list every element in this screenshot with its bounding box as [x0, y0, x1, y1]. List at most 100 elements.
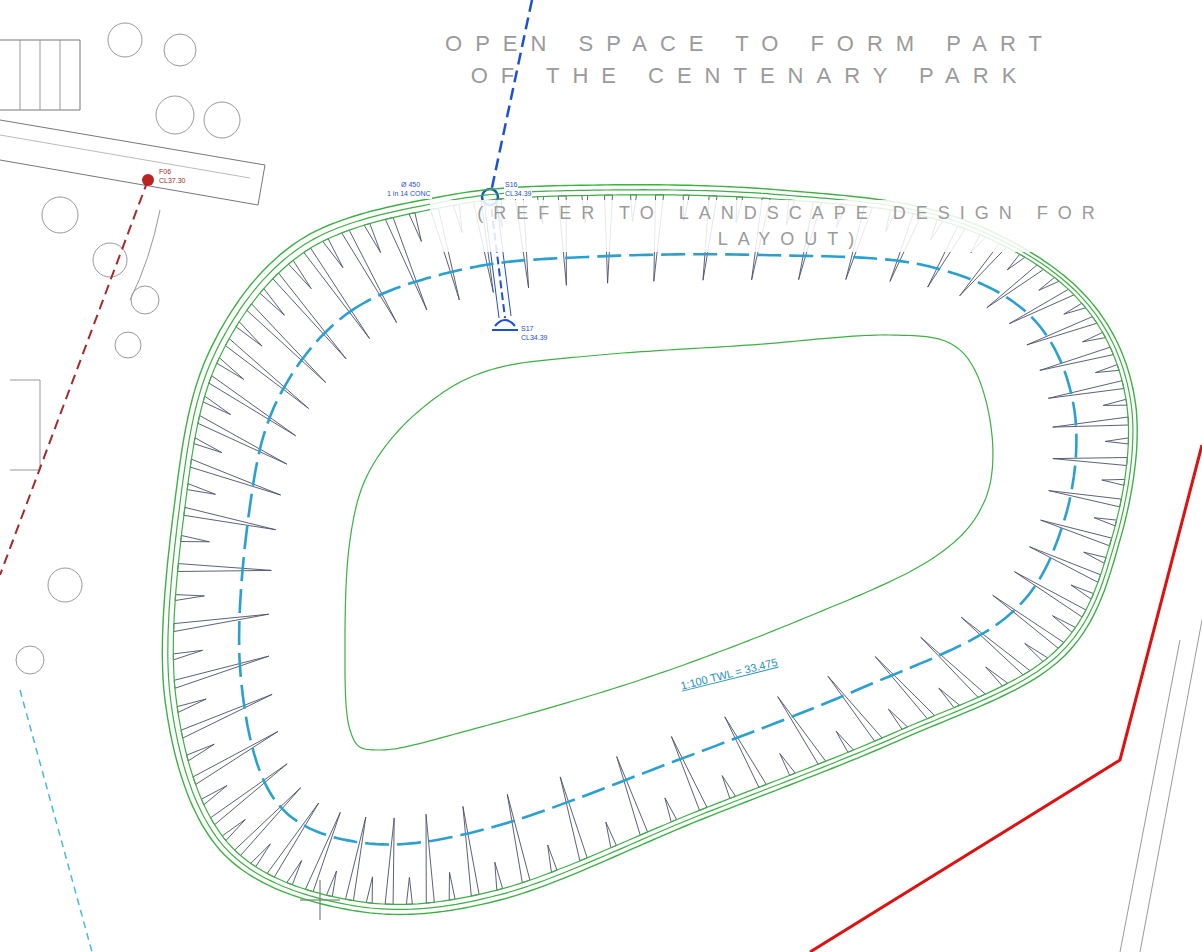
slope-hatch — [406, 877, 412, 904]
slope-hatch — [1053, 616, 1076, 633]
slope-hatch — [1041, 520, 1112, 546]
slope-hatch — [560, 777, 587, 861]
manhole-symbol — [142, 174, 154, 186]
slope-hatch — [236, 322, 262, 346]
slope-hatch — [1048, 381, 1124, 399]
tree-symbol — [164, 34, 196, 66]
slope-hatch — [409, 213, 421, 242]
slope-hatch — [939, 688, 960, 708]
slope-hatch — [617, 757, 648, 836]
batter-top — [173, 195, 1128, 905]
slope-hatch — [201, 786, 227, 805]
area-note: OPEN SPACE TO FORM PART OF THE CENTENARY… — [440, 28, 1060, 92]
slope-hatch — [323, 239, 343, 268]
slope-hatch — [175, 595, 204, 601]
slope-hatch — [780, 754, 796, 776]
structure-id: S16 — [504, 181, 518, 190]
slope-hatch — [986, 667, 1008, 686]
slope-hatch — [209, 376, 296, 436]
road-edge — [0, 120, 265, 205]
slope-hatch — [267, 803, 319, 877]
storm-drain — [20, 690, 92, 952]
slope-hatch — [1071, 585, 1094, 599]
structure-id: S17 — [520, 325, 534, 334]
slope-hatch — [548, 845, 557, 872]
detention-basin — [162, 185, 1137, 915]
pipe-grade: 1 in 14 CONC — [386, 190, 432, 199]
slope-hatch — [217, 358, 244, 380]
slope-hatch — [177, 699, 206, 713]
storm-pipe — [490, 0, 532, 197]
slope-hatch — [961, 617, 1030, 675]
slope-hatch — [1084, 552, 1106, 563]
building-outline — [0, 40, 80, 110]
slope-hatch — [1027, 317, 1097, 345]
slope-hatch — [671, 737, 707, 811]
slope-hatch — [225, 339, 308, 409]
tree-symbol — [204, 102, 240, 138]
slope-hatch — [836, 731, 853, 752]
slope-hatch — [187, 484, 215, 495]
slope-hatch — [174, 614, 269, 631]
slope-hatch — [449, 872, 455, 900]
tree-symbol — [42, 197, 78, 233]
tree-symbol — [131, 286, 159, 314]
slope-hatch — [193, 732, 278, 785]
slope-hatch — [251, 844, 271, 867]
slope-hatch — [1094, 518, 1117, 526]
slope-hatch — [184, 507, 276, 529]
building-bays — [20, 40, 60, 110]
pipe-size: Ø 450 — [400, 181, 421, 190]
structure-id: F06 — [158, 168, 172, 177]
slope-hatch — [606, 822, 617, 848]
slope-hatch — [260, 289, 285, 316]
slope-hatch — [187, 744, 215, 761]
embankment-top — [162, 185, 1137, 915]
site-boundary — [810, 445, 1202, 952]
slope-hatch — [1049, 491, 1122, 507]
slope-hatch — [1103, 399, 1127, 405]
slope-hatch — [1015, 572, 1086, 617]
slope-hatch — [385, 218, 426, 310]
headwall-symbol — [492, 320, 518, 330]
slope-hatch — [235, 788, 301, 856]
boundary-lines — [1120, 620, 1202, 952]
slope-hatch — [426, 814, 434, 903]
embankment-edge — [168, 190, 1133, 910]
context-linework — [0, 23, 1202, 952]
slope-hatch — [211, 764, 288, 825]
slope-hatch — [921, 637, 986, 697]
slope-hatch — [222, 819, 245, 840]
slope-hatch — [247, 304, 326, 383]
slope-hatch — [194, 438, 222, 453]
slope-hatch — [1007, 254, 1025, 269]
slope-hatch — [287, 861, 302, 885]
tree-symbol — [48, 568, 82, 602]
slope-hatch — [190, 459, 280, 495]
slope-hatch — [875, 657, 935, 719]
slope-hatch — [1096, 365, 1120, 373]
slope-hatch — [1053, 458, 1128, 466]
tree-symbol — [108, 23, 142, 57]
slope-hatch — [203, 396, 231, 415]
tree-symbol — [16, 646, 44, 674]
basin-floor — [345, 335, 993, 750]
slope-hatch — [366, 877, 372, 903]
slope-hatch — [987, 265, 1044, 308]
slope-hatch — [1105, 438, 1128, 444]
road-centre — [0, 135, 250, 178]
slope-hatch — [327, 871, 337, 897]
slope-hatch — [289, 260, 312, 288]
cover-level: CL34.39 — [504, 190, 532, 199]
slope-hatch — [173, 650, 202, 660]
slope-hatch — [888, 709, 907, 729]
cover-level: CL34.39 — [520, 334, 548, 343]
building-outline — [10, 380, 40, 470]
slope-hatch — [722, 776, 735, 799]
slope-hatch — [385, 818, 394, 905]
tree-symbol — [115, 332, 141, 358]
slope-hatch — [778, 697, 826, 765]
slope-hatch — [725, 717, 767, 788]
